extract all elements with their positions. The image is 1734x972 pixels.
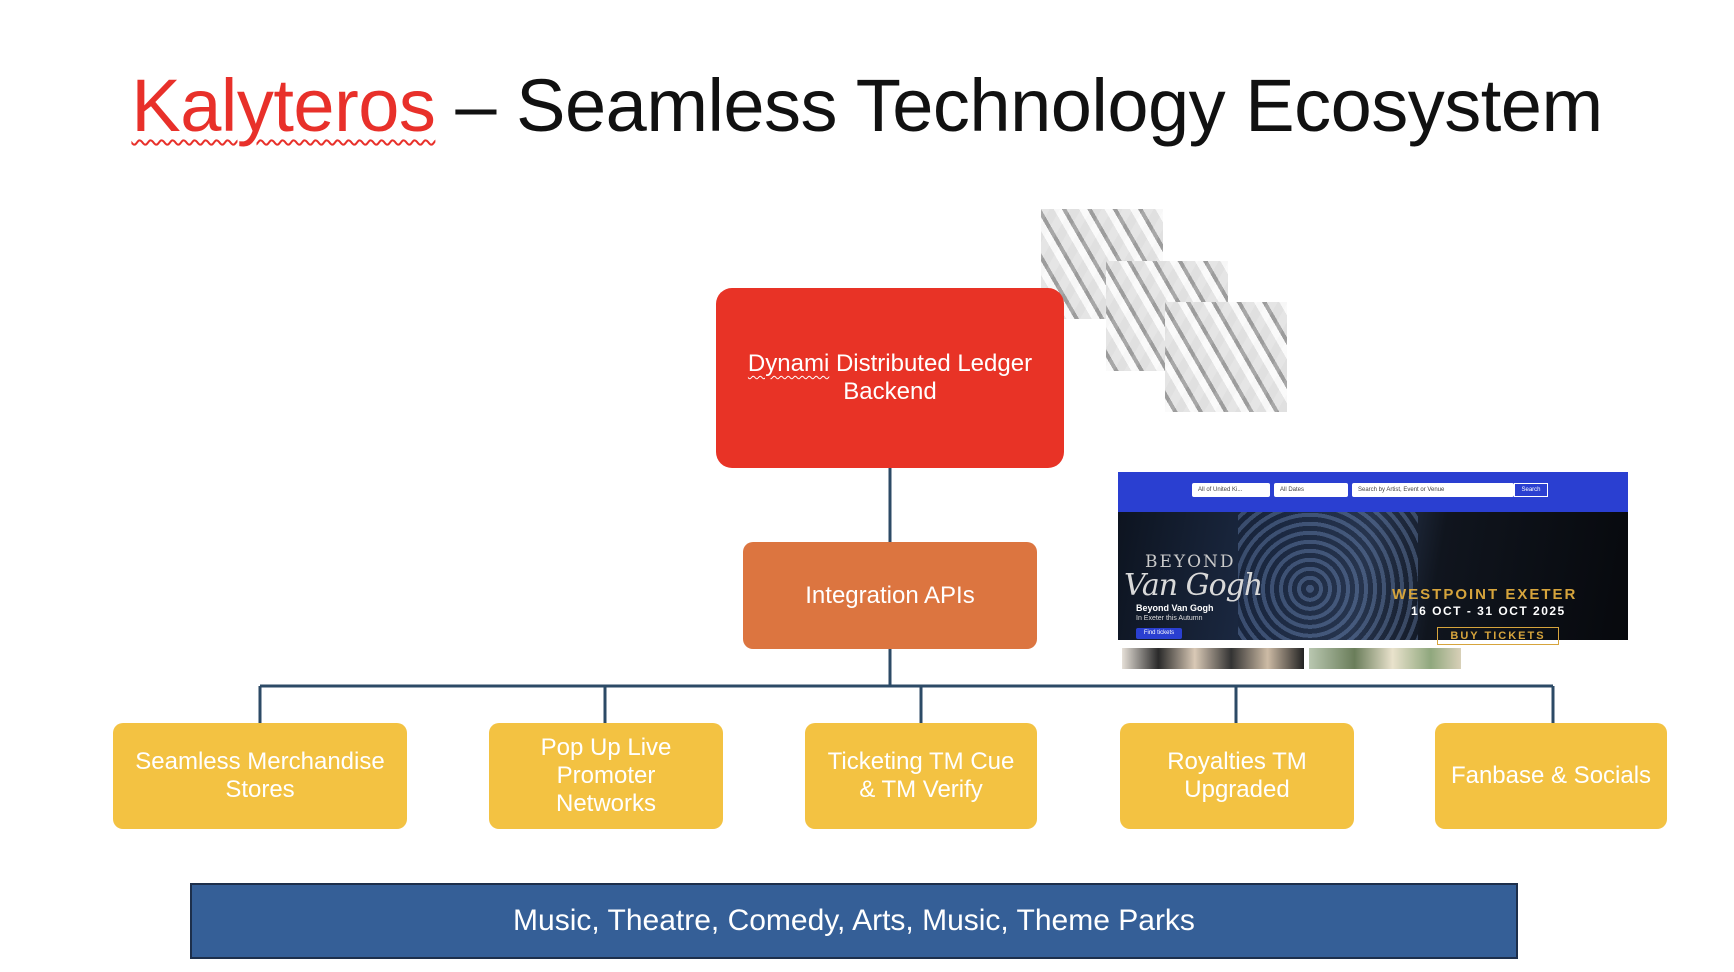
ledger-backend-box: Dynami Distributed Ledger Backend bbox=[716, 288, 1064, 468]
architecture-photo-collage bbox=[1041, 209, 1289, 415]
event-dates: 16 OCT - 31 OCT 2025 bbox=[1411, 604, 1566, 618]
channel-box-merchandise: Seamless Merchandise Stores bbox=[113, 723, 407, 829]
show-logo-vangogh: Van Gogh bbox=[1124, 568, 1263, 603]
integration-apis-label: Integration APIs bbox=[805, 581, 975, 609]
site-search-button: Search bbox=[1514, 483, 1548, 497]
channel-label: Royalties TM Upgraded bbox=[1167, 748, 1307, 803]
photo-panel-3 bbox=[1165, 302, 1287, 412]
slide-title: Kalyteros – Seamless Technology Ecosyste… bbox=[0, 58, 1734, 154]
event-banner: BEYOND Van Gogh Beyond Van Gogh In Exete… bbox=[1118, 512, 1628, 645]
channel-label: Ticketing TM Cue & TM Verify bbox=[827, 748, 1015, 803]
ticketing-website-screenshot: All of United Ki... All Dates Search by … bbox=[1118, 472, 1628, 669]
verticals-label: Music, Theatre, Comedy, Arts, Music, The… bbox=[513, 904, 1195, 937]
starry-night-artwork bbox=[1238, 512, 1418, 640]
event-thumbnail-2 bbox=[1309, 648, 1461, 669]
show-title: Beyond Van Gogh bbox=[1136, 603, 1214, 613]
find-tickets-button: Find tickets bbox=[1136, 628, 1182, 639]
channel-box-ticketing: Ticketing TM Cue & TM Verify bbox=[805, 723, 1037, 829]
venue-name: WESTPOINT EXETER bbox=[1392, 586, 1578, 603]
backend-word-dynami: Dynami bbox=[747, 350, 830, 377]
channel-label: Fanbase & Socials bbox=[1450, 762, 1652, 789]
title-rest: – Seamless Technology Ecosystem bbox=[435, 64, 1603, 147]
channel-box-fanbase: Fanbase & Socials bbox=[1435, 723, 1667, 829]
location-filter: All of United Ki... bbox=[1192, 483, 1270, 497]
backend-label-rest: Distributed Ledger Backend bbox=[829, 350, 1033, 405]
channel-label: Pop Up Live Promoter Networks bbox=[540, 734, 672, 817]
channel-box-royalties: Royalties TM Upgraded bbox=[1120, 723, 1354, 829]
show-subtitle: In Exeter this Autumn bbox=[1136, 615, 1203, 622]
channel-label: Seamless Merchandise Stores bbox=[135, 748, 385, 803]
brand-name: Kalyteros bbox=[131, 64, 436, 147]
integration-apis-box: Integration APIs bbox=[743, 542, 1037, 649]
site-search-input: Search by Artist, Event or Venue bbox=[1352, 483, 1514, 497]
verticals-bar: Music, Theatre, Comedy, Arts, Music, The… bbox=[190, 883, 1518, 959]
show-logo-beyond: BEYOND bbox=[1145, 552, 1236, 572]
channel-box-popup: Pop Up Live Promoter Networks bbox=[489, 723, 723, 829]
buy-tickets-button: BUY TICKETS bbox=[1437, 627, 1559, 645]
date-filter: All Dates bbox=[1274, 483, 1348, 497]
event-thumbnail-1 bbox=[1122, 648, 1304, 669]
